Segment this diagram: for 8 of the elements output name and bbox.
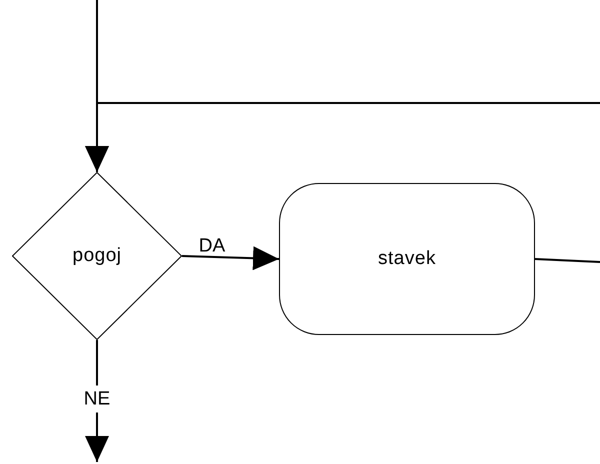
arrow <box>85 102 600 172</box>
connector-line <box>534 258 600 263</box>
edge-label: DA <box>198 236 226 256</box>
decision-diamond <box>12 172 182 340</box>
arrow <box>182 246 280 270</box>
node-label: stavek <box>378 246 436 271</box>
node-label: pogoj <box>72 244 122 268</box>
process-box <box>279 183 535 335</box>
